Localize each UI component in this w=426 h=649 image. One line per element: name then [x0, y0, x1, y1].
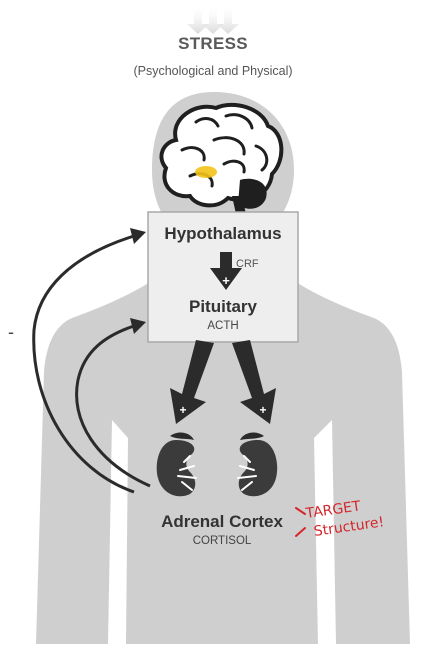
acth-arrow-right	[232, 340, 276, 424]
kidney-right-icon	[237, 432, 278, 497]
crf-arrow	[210, 252, 242, 290]
acth-plus-right: +	[259, 403, 266, 417]
feedback-arrow-inner	[75, 318, 151, 488]
pituitary-label: Pituitary	[188, 297, 258, 316]
brain-icon	[159, 102, 284, 214]
crf-label: CRF	[236, 258, 259, 270]
annotation-bracket	[295, 507, 306, 537]
stress-title: STRESS	[178, 34, 248, 53]
stress-subtitle: (Psychological and Physical)	[133, 64, 293, 78]
cortisol-label: CORTISOL	[192, 535, 252, 547]
negative-feedback-sign: -	[8, 322, 14, 342]
adrenal-cortex-label: Adrenal Cortex	[161, 512, 283, 531]
body-silhouette	[36, 92, 410, 644]
acth-label: ACTH	[207, 320, 239, 332]
acth-arrow-left	[170, 340, 214, 424]
acth-plus-left: +	[179, 403, 186, 417]
kidney-left-icon	[156, 432, 197, 497]
stress-arrows	[187, 4, 239, 34]
crf-plus-sign: +	[222, 273, 230, 288]
feedback-arrow-outer	[32, 228, 146, 494]
hypothalamus-label: Hypothalamus	[164, 224, 282, 243]
